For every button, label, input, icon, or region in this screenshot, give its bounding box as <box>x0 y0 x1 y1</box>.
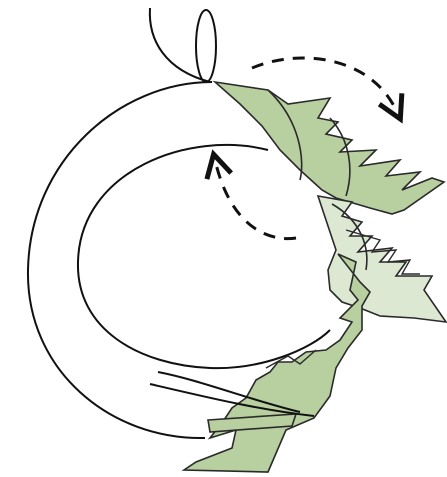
wreath-outer-ring <box>28 82 212 438</box>
leaf-cluster-middle <box>318 196 446 322</box>
hanging-string <box>150 8 210 82</box>
wreath-inner-ring <box>78 145 330 368</box>
hanging-loop <box>150 8 216 82</box>
leaf-cluster-top <box>215 82 444 214</box>
hanging-ring <box>196 10 216 82</box>
leaf-shape <box>318 196 446 322</box>
leaf-shape <box>215 82 444 214</box>
wrap-direction-arrow-inner <box>216 164 296 239</box>
